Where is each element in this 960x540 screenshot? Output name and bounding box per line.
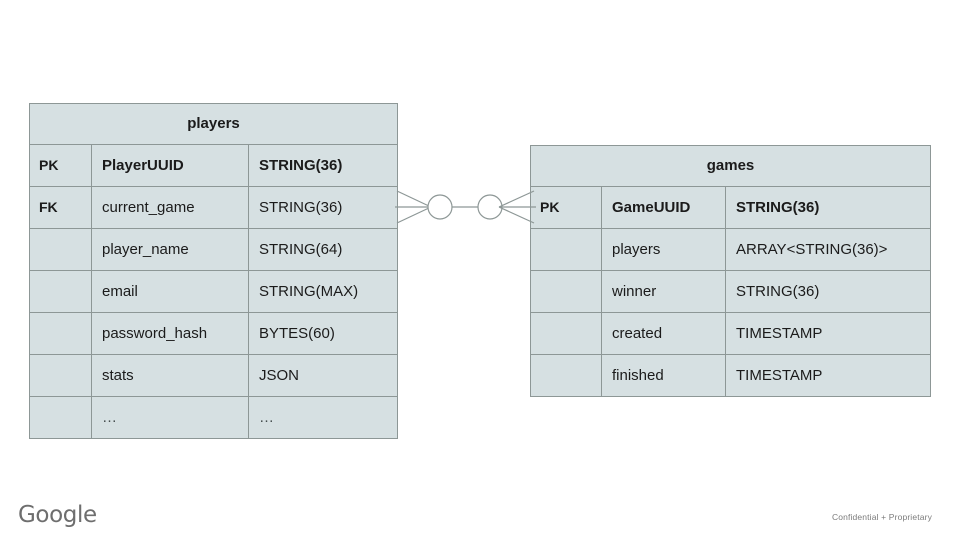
crows-foot-connector-svg <box>395 190 536 224</box>
row-key-badge <box>530 228 602 271</box>
row-key-badge <box>530 354 602 397</box>
row-field-type: ARRAY<STRING(36)> <box>725 228 931 271</box>
entity-title-row: games <box>530 145 931 187</box>
row-key-badge: FK <box>29 186 92 229</box>
entity-row: email STRING(MAX) <box>29 270 398 313</box>
google-logo: Google <box>18 502 97 528</box>
row-key-badge <box>530 312 602 355</box>
row-key-badge <box>29 312 92 355</box>
entity-row: player_name STRING(64) <box>29 228 398 271</box>
entity-row: winner STRING(36) <box>530 270 931 313</box>
cardinality-zero-circle-right <box>477 194 503 220</box>
row-key-badge <box>29 228 92 271</box>
confidentiality-notice: Confidential + Proprietary <box>831 512 932 522</box>
entity-row-overflow: … … <box>29 396 398 439</box>
entity-row: FK current_game STRING(36) <box>29 186 398 229</box>
entity-row: PK GameUUID STRING(36) <box>530 186 931 229</box>
entity-row: created TIMESTAMP <box>530 312 931 355</box>
crows-foot-right-icon <box>498 190 536 224</box>
row-field-name: GameUUID <box>601 186 726 229</box>
row-key-badge <box>29 396 92 439</box>
entity-table-games: games PK GameUUID STRING(36) players ARR… <box>530 145 931 397</box>
row-field-type: STRING(MAX) <box>248 270 398 313</box>
row-key-badge <box>29 354 92 397</box>
row-key-badge <box>29 270 92 313</box>
row-field-type: STRING(36) <box>725 186 931 229</box>
row-field-type: STRING(36) <box>248 186 398 229</box>
row-field-type-ellipsis: … <box>248 396 398 439</box>
entity-table-players: players PK PlayerUUID STRING(36) FK curr… <box>29 103 398 439</box>
row-field-name: winner <box>601 270 726 313</box>
row-field-name: finished <box>601 354 726 397</box>
row-field-name: PlayerUUID <box>91 144 249 187</box>
row-key-badge: PK <box>29 144 92 187</box>
crows-foot-left-icon <box>395 190 432 224</box>
row-field-name: created <box>601 312 726 355</box>
entity-title-players: players <box>29 103 398 145</box>
entity-row: PK PlayerUUID STRING(36) <box>29 144 398 187</box>
row-field-type: TIMESTAMP <box>725 312 931 355</box>
row-field-name: email <box>91 270 249 313</box>
entity-row: finished TIMESTAMP <box>530 354 931 397</box>
row-field-name: current_game <box>91 186 249 229</box>
entity-title-row: players <box>29 103 398 145</box>
row-field-name: player_name <box>91 228 249 271</box>
entity-title-games: games <box>530 145 931 187</box>
relationship-connector-players-games <box>390 178 540 238</box>
row-field-name: players <box>601 228 726 271</box>
row-field-name: stats <box>91 354 249 397</box>
row-key-badge: PK <box>530 186 602 229</box>
entity-row: password_hash BYTES(60) <box>29 312 398 355</box>
row-field-type: JSON <box>248 354 398 397</box>
row-field-type: BYTES(60) <box>248 312 398 355</box>
row-field-name: password_hash <box>91 312 249 355</box>
row-field-type: STRING(64) <box>248 228 398 271</box>
entity-row: stats JSON <box>29 354 398 397</box>
row-field-type: STRING(36) <box>725 270 931 313</box>
entity-row: players ARRAY<STRING(36)> <box>530 228 931 271</box>
row-field-name-ellipsis: … <box>91 396 249 439</box>
cardinality-zero-circle-left <box>427 194 453 220</box>
row-field-type: TIMESTAMP <box>725 354 931 397</box>
row-key-badge <box>530 270 602 313</box>
row-field-type: STRING(36) <box>248 144 398 187</box>
